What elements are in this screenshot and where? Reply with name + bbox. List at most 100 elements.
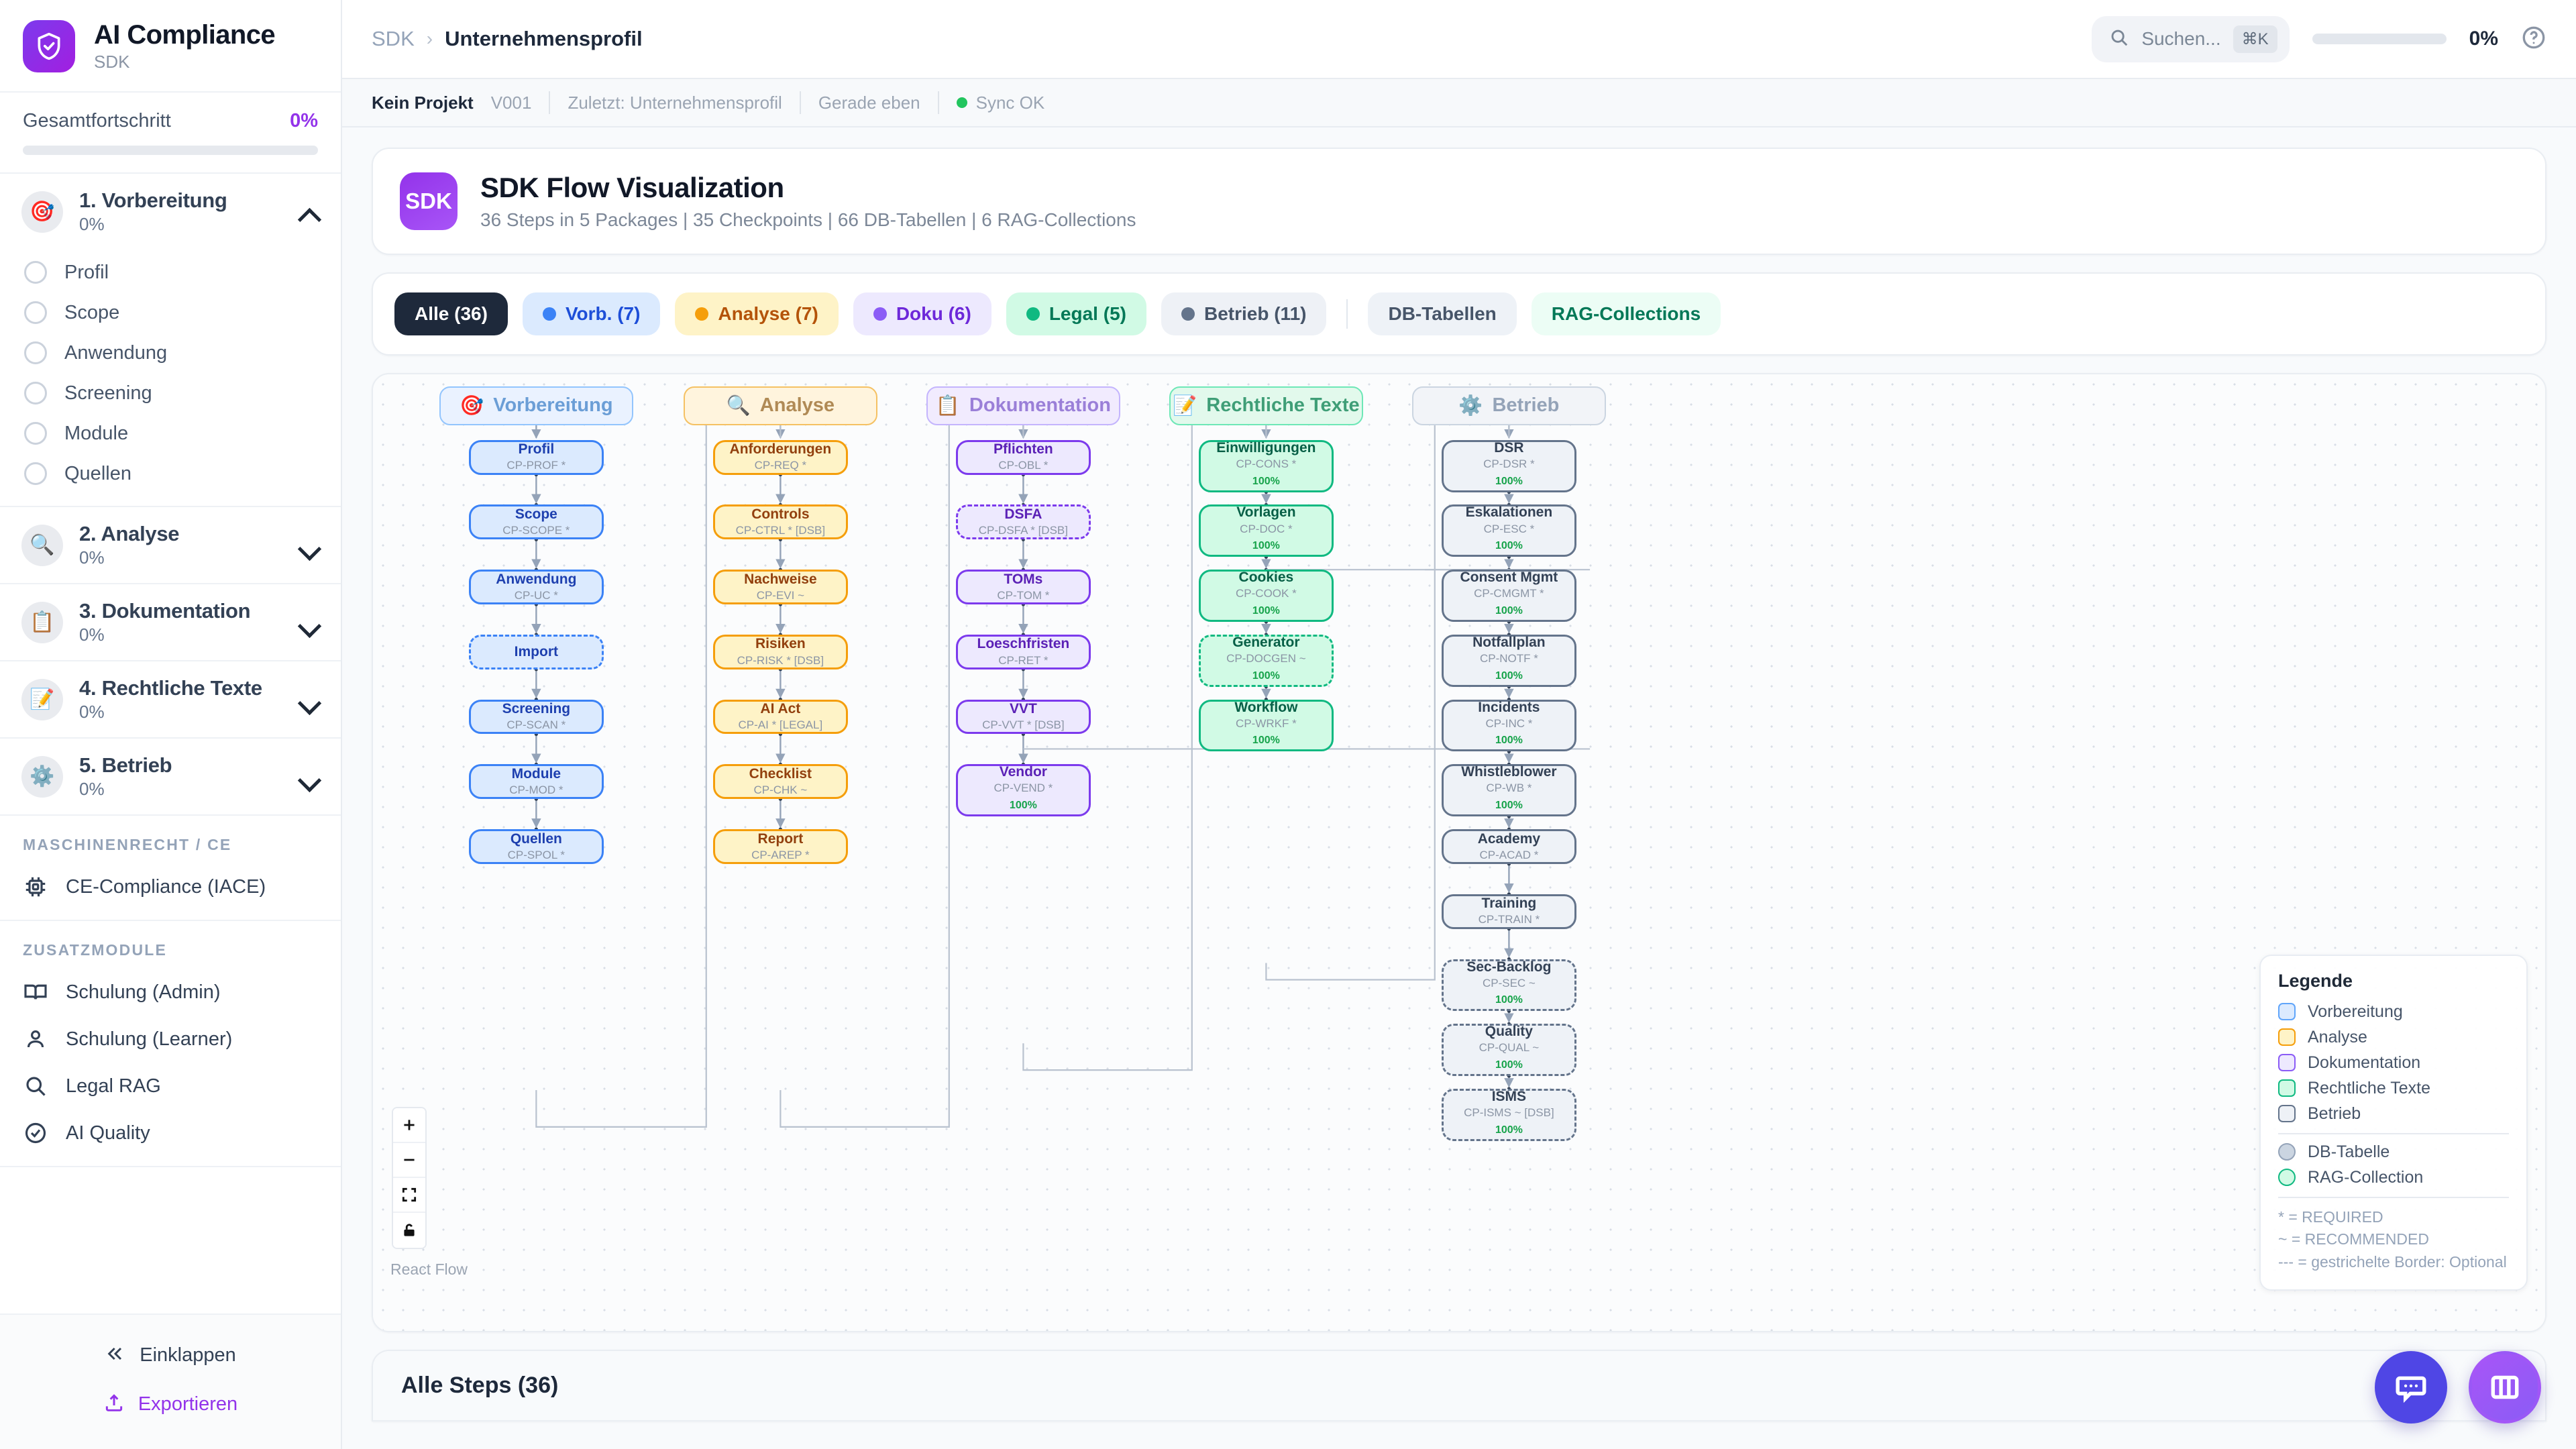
filter-chip-analyse-7[interactable]: Analyse (7) [675,292,839,335]
node-title: Vendor [999,764,1047,780]
filter-chip-rag-collections[interactable]: RAG-Collections [1531,292,1721,335]
flow-canvas[interactable]: 🎯Vorbereitung🔍Analyse📋Dokumentation📝Rech… [373,374,2545,1331]
sidebar-step-scope[interactable]: Scope [0,292,341,333]
sidebar: AI Compliance SDK Gesamtfortschritt 0% 🎯… [0,0,342,1449]
search-input[interactable]: Suchen... ⌘K [2092,15,2290,62]
node-progress-value: 100% [1495,540,1523,552]
collapse-sidebar-button[interactable]: Einklappen [0,1331,341,1380]
step-status-radio[interactable] [24,382,47,405]
zoom-out-button[interactable] [393,1143,425,1178]
filter-chip-betrieb-11[interactable]: Betrieb (11) [1161,292,1327,335]
step-status-radio[interactable] [24,261,47,284]
sidebar-step-profil[interactable]: Profil [0,252,341,292]
sidebar-step-module[interactable]: Module [0,413,341,453]
chevron-down-icon[interactable] [299,616,319,629]
sidebar-item-label: Schulung (Admin) [66,981,221,1003]
sidebar-item-schulung-admin[interactable]: Schulung (Admin) [0,969,341,1016]
breadcrumb-root[interactable]: SDK [372,27,415,50]
node-code: CP-ISMS ~ [DSB] [1464,1106,1554,1120]
chevron-up-icon[interactable] [299,206,319,218]
export-button[interactable]: Exportieren [0,1380,341,1429]
flow-canvas-card[interactable]: 🎯Vorbereitung🔍Analyse📋Dokumentation📝Rech… [372,373,2546,1332]
sidebar-step-quellen[interactable]: Quellen [0,453,341,494]
status-dot-icon [956,97,967,108]
panel-fab[interactable] [2469,1351,2541,1424]
step-status-radio[interactable] [24,462,47,485]
flow-node-import[interactable]: Import [468,634,604,669]
flow-controls [392,1107,427,1249]
step-status-radio[interactable] [24,422,47,445]
help-circle-icon[interactable] [2521,25,2546,54]
chevron-down-icon[interactable] [299,694,319,706]
breadcrumb-separator-icon: › [426,28,433,49]
chat-fab[interactable] [2375,1351,2447,1424]
node-code: CP-RISK * [DSB] [737,653,824,667]
sidebar-item-ai-quality[interactable]: AI Quality [0,1110,341,1157]
filter-chip-db-tabellen[interactable]: DB-Tabellen [1368,292,1517,335]
step-status-radio[interactable] [24,341,47,364]
sidebar-item-ce-compliance[interactable]: CE-Compliance (IACE) [0,863,341,910]
fit-view-button[interactable] [393,1178,425,1213]
filter-chip-doku-6[interactable]: Doku (6) [853,292,991,335]
zoom-in-button[interactable] [393,1108,425,1143]
legend-circle-icon [2278,1169,2296,1187]
step-label: Scope [64,301,120,323]
filter-chip-legal-5[interactable]: Legal (5) [1006,292,1146,335]
chevron-down-icon[interactable] [299,539,319,551]
lock-button[interactable] [393,1213,425,1248]
filter-chip-alle-36[interactable]: Alle (36) [394,292,508,335]
sidebar-step-anwendung[interactable]: Anwendung [0,333,341,373]
legend-label: Vorbereitung [2308,1002,2403,1021]
sidebar-item-legal-rag[interactable]: Legal RAG [0,1063,341,1110]
sidebar-step-screening[interactable]: Screening [0,373,341,413]
chevron-down-icon[interactable] [299,771,319,783]
sidebar-item-schulung-learner[interactable]: Schulung (Learner) [0,1016,341,1063]
filter-chip-vorb-7[interactable]: Vorb. (7) [522,292,661,335]
step-status-radio[interactable] [24,301,47,324]
sidebar-brand[interactable]: AI Compliance SDK [0,0,341,93]
node-code: CP-DSFA * [DSB] [978,524,1068,537]
user-icon [23,1026,48,1052]
